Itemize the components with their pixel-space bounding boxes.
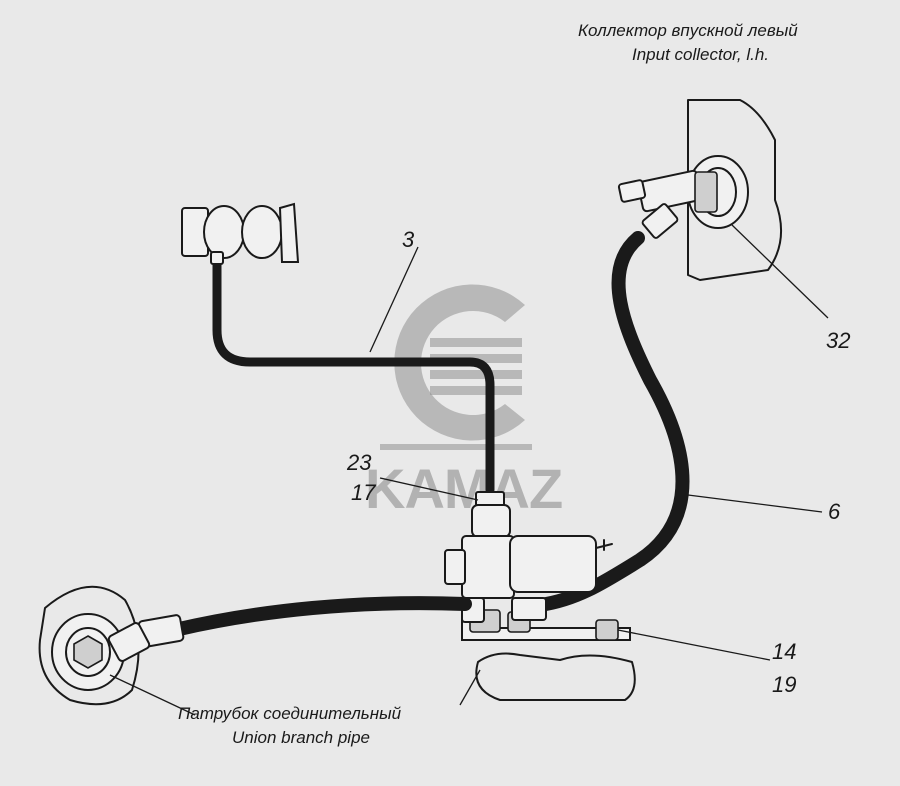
leader-lines: [109, 224, 829, 716]
union-hex-nut: [73, 635, 103, 669]
leader-6: [687, 494, 823, 513]
leader-32: [731, 224, 829, 319]
leader-14-19: [617, 629, 771, 661]
watermark-ring: [394, 284, 525, 441]
callout-23: 23: [346, 450, 372, 475]
union-flange: [38, 585, 140, 706]
watermark-bar-3: [430, 370, 522, 379]
callout-32: 32: [826, 328, 850, 353]
union-branch-pipe: [38, 585, 151, 706]
valve-top-nut: [475, 491, 505, 507]
connector-bulb-2: [241, 205, 283, 259]
watermark-underline: [380, 444, 532, 450]
callout-17: 17: [351, 480, 376, 505]
solenoid-wire: [595, 539, 613, 551]
callout-19: 19: [772, 672, 796, 697]
callout-6: 6: [828, 499, 841, 524]
solenoid-valve: [444, 491, 636, 701]
input-collector: [617, 99, 783, 281]
hose-6: [533, 231, 690, 612]
leader-23-17: [379, 477, 479, 501]
collector-outline: [687, 99, 783, 281]
branch-label-en: Union branch pipe: [232, 728, 370, 747]
leader-3: [369, 246, 419, 353]
tube-3-inner: [214, 259, 493, 493]
hose-6-end-fitting: [641, 203, 679, 239]
valve-upper-body: [471, 504, 511, 538]
valve-main-body: [461, 535, 515, 599]
bracket-bolt-14: [595, 619, 619, 641]
hose-6-inner: [535, 233, 688, 610]
fitting-nut-32: [694, 171, 718, 213]
union-elbow: [107, 622, 151, 662]
hose-left-inner: [170, 598, 470, 635]
connector-bulb-1: [203, 205, 245, 259]
hose-to-union: [137, 596, 472, 648]
watermark-brand-text: KAMAZ: [365, 457, 562, 520]
valve-outlet-right: [511, 597, 547, 621]
mounting-surface: [475, 652, 636, 701]
leader-union-right: [459, 669, 481, 706]
pressure-sensor-tip: [617, 179, 647, 203]
connector-stem: [210, 251, 224, 265]
kamaz-watermark-logo: KAMAZ: [365, 284, 563, 520]
collector-label-ru: Коллектор впускной левый: [578, 21, 798, 40]
collector-label-en: Input collector, l.h.: [632, 45, 769, 64]
valve-side-plug: [444, 549, 466, 585]
callout-3: 3: [402, 227, 415, 252]
solenoid-coil: [509, 535, 597, 593]
text-labels: Коллектор впускной левый Input collector…: [178, 21, 850, 747]
connector-plug: [278, 202, 300, 263]
tube-3: [181, 202, 495, 495]
watermark-bar-1: [430, 338, 522, 347]
callout-14: 14: [772, 639, 796, 664]
leader-union: [109, 674, 196, 716]
watermark-bar-4: [430, 386, 522, 395]
branch-label-ru: Патрубок соединительный: [178, 704, 402, 723]
